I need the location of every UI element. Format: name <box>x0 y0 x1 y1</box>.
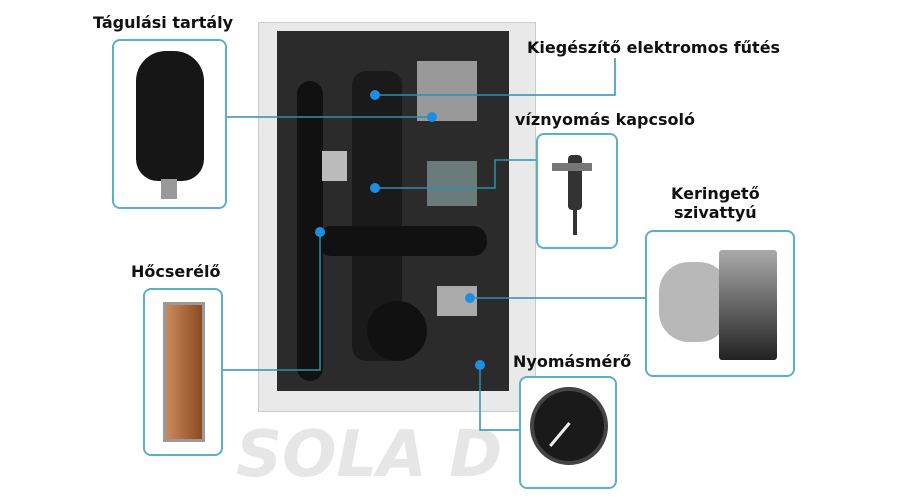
circulation-pump-label: Keringető szivattyú <box>671 184 760 222</box>
callout-dot <box>465 293 475 303</box>
pressure-gauge-label: Nyomásmérő <box>513 352 632 371</box>
pressure-switch-label: víznyomás kapcsoló <box>515 110 695 129</box>
callout-dot <box>370 90 380 100</box>
watermark: SOLA D <box>236 418 503 492</box>
circulation-pump-label-line1: Keringető <box>671 184 760 203</box>
callout-dot <box>315 227 325 237</box>
expansion-tank-label: Tágulási tartály <box>93 13 234 32</box>
pressure-switch-image <box>536 133 618 249</box>
electric-heater-label: Kiegészítő elektromos fűtés <box>527 38 781 57</box>
callout-dot <box>475 360 485 370</box>
heat-exchanger-label: Hőcserélő <box>131 262 221 281</box>
circulation-pump-label-line2: szivattyú <box>674 203 757 222</box>
pressure-gauge-image <box>519 376 617 489</box>
callout-dot <box>370 183 380 193</box>
circulation-pump-image <box>645 230 795 377</box>
heat-pump-unit-image <box>258 22 536 412</box>
heat-exchanger-image <box>143 288 223 456</box>
callout-dot <box>427 112 437 122</box>
expansion-tank-image <box>112 39 227 209</box>
